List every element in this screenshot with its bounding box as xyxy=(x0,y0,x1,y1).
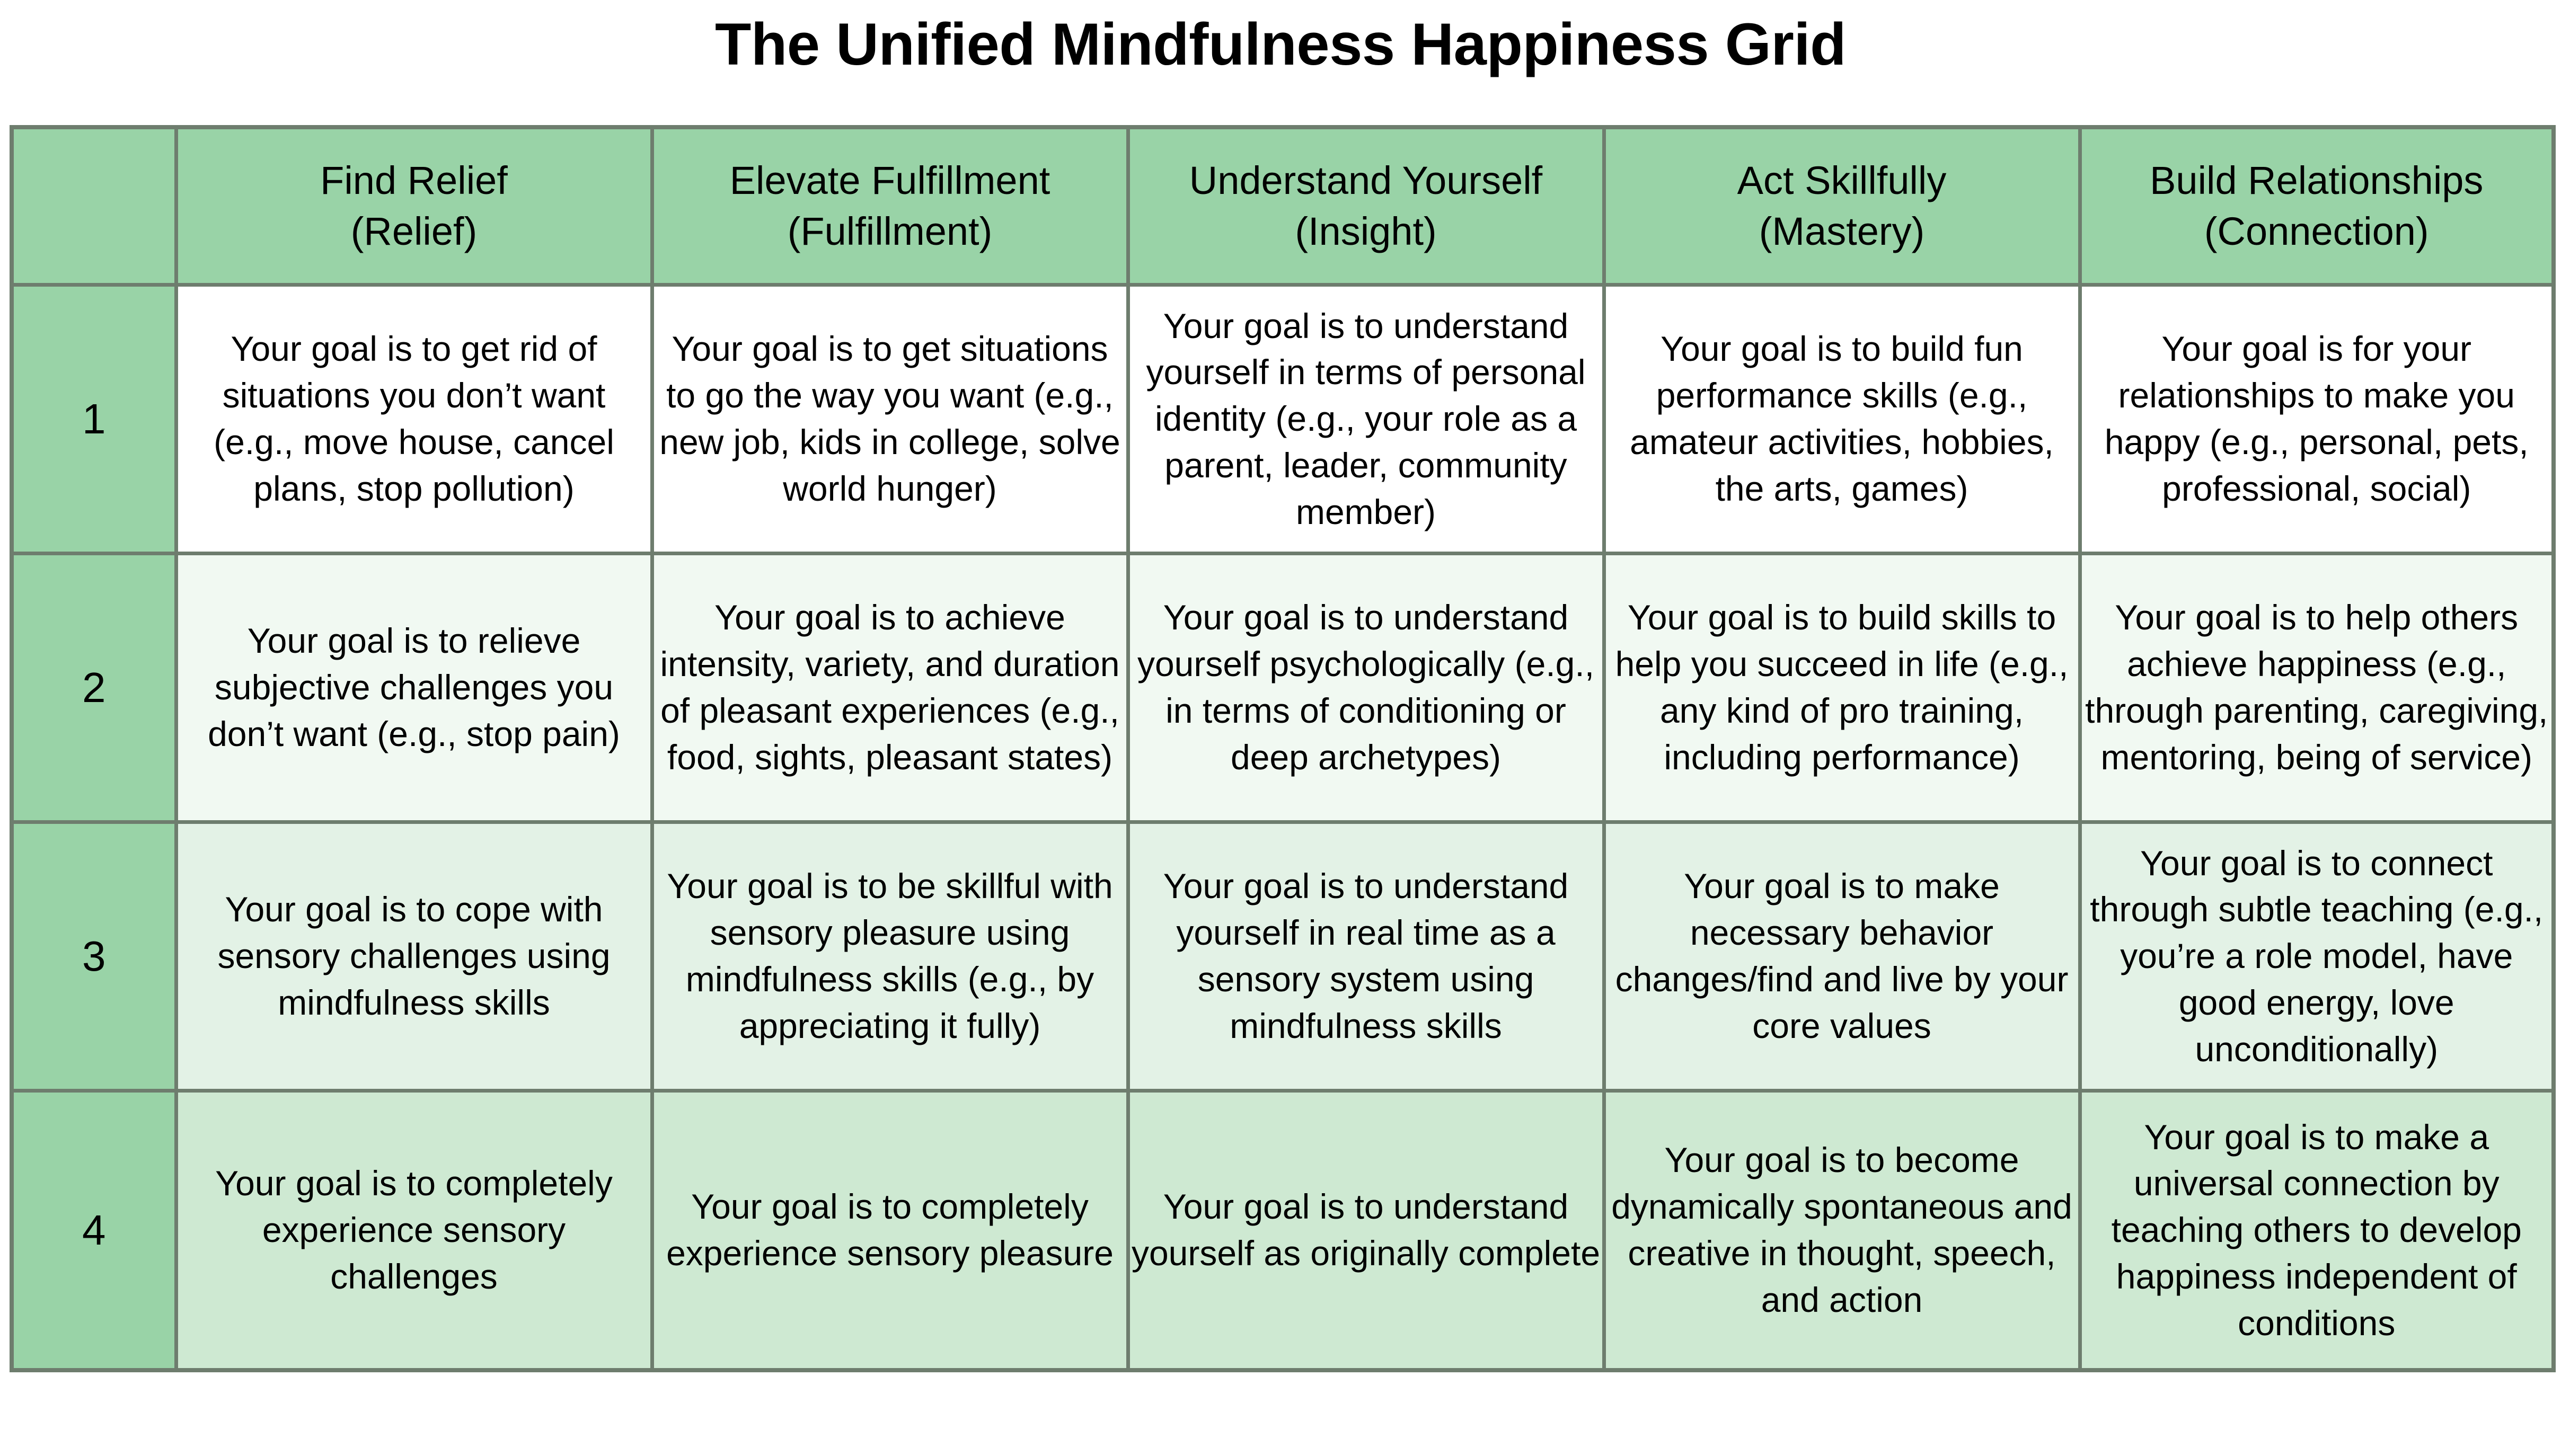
column-header-name: Understand Yourself xyxy=(1189,158,1543,202)
column-header-tag: (Fulfillment) xyxy=(787,209,993,253)
table-body: 1 Your goal is to get rid of situations … xyxy=(10,283,2556,1372)
grid-cell: Your goal is to help others achieve happ… xyxy=(2078,552,2556,824)
column-header-find-relief: Find Relief (Relief) xyxy=(174,125,654,287)
corner-header-cell xyxy=(10,125,178,287)
grid-cell: Your goal is to achieve intensity, varie… xyxy=(650,552,1130,824)
grid-container: Find Relief (Relief) Elevate Fulfillment… xyxy=(0,125,2561,1372)
happiness-grid-table: Find Relief (Relief) Elevate Fulfillment… xyxy=(10,125,2556,1372)
grid-cell: Your goal is to understand yourself in t… xyxy=(1126,283,1606,555)
column-header-elevate-fulfillment: Elevate Fulfillment (Fulfillment) xyxy=(650,125,1130,287)
column-header-tag: (Mastery) xyxy=(1759,209,1925,253)
table-row: 4 Your goal is to completely experience … xyxy=(10,1089,2556,1372)
grid-cell: Your goal is to understand yourself as o… xyxy=(1126,1089,1606,1372)
grid-cell: Your goal is to relieve subjective chall… xyxy=(174,552,654,824)
header-row: Find Relief (Relief) Elevate Fulfillment… xyxy=(10,125,2556,287)
column-header-understand-yourself: Understand Yourself (Insight) xyxy=(1126,125,1606,287)
row-index-label: 3 xyxy=(10,820,178,1093)
grid-cell: Your goal is to become dynamically spont… xyxy=(1602,1089,2082,1372)
grid-cell: Your goal is to get rid of situations yo… xyxy=(174,283,654,555)
grid-cell: Your goal is to make necessary behavior … xyxy=(1602,820,2082,1093)
column-header-act-skillfully: Act Skillfully (Mastery) xyxy=(1602,125,2082,287)
table-row: 2 Your goal is to relieve subjective cha… xyxy=(10,552,2556,824)
grid-cell: Your goal is to build skills to help you… xyxy=(1602,552,2082,824)
grid-cell: Your goal is to connect through subtle t… xyxy=(2078,820,2556,1093)
grid-cell: Your goal is to understand yourself in r… xyxy=(1126,820,1606,1093)
column-header-name: Elevate Fulfillment xyxy=(729,158,1050,202)
row-index-label: 1 xyxy=(10,283,178,555)
table-header: Find Relief (Relief) Elevate Fulfillment… xyxy=(10,125,2556,287)
grid-cell: Your goal is to make a universal connect… xyxy=(2078,1089,2556,1372)
grid-cell: Your goal is for your relationships to m… xyxy=(2078,283,2556,555)
column-header-name: Find Relief xyxy=(320,158,508,202)
column-header-tag: (Connection) xyxy=(2204,209,2429,253)
grid-cell: Your goal is to understand yourself psyc… xyxy=(1126,552,1606,824)
column-header-build-relationships: Build Relationships (Connection) xyxy=(2078,125,2556,287)
table-row: 1 Your goal is to get rid of situations … xyxy=(10,283,2556,555)
column-header-tag: (Relief) xyxy=(350,209,478,253)
grid-cell: Your goal is to be skillful with sensory… xyxy=(650,820,1130,1093)
grid-cell: Your goal is to build fun performance sk… xyxy=(1602,283,2082,555)
page-title: The Unified Mindfulness Happiness Grid xyxy=(714,11,1847,77)
grid-cell: Your goal is to get situations to go the… xyxy=(650,283,1130,555)
grid-cell: Your goal is to completely experience se… xyxy=(174,1089,654,1372)
row-index-label: 2 xyxy=(10,552,178,824)
column-header-name: Build Relationships xyxy=(2150,158,2484,202)
row-index-label: 4 xyxy=(10,1089,178,1372)
column-header-name: Act Skillfully xyxy=(1737,158,1947,202)
table-row: 3 Your goal is to cope with sensory chal… xyxy=(10,820,2556,1093)
grid-cell: Your goal is to completely experience se… xyxy=(650,1089,1130,1372)
grid-cell: Your goal is to cope with sensory challe… xyxy=(174,820,654,1093)
column-header-tag: (Insight) xyxy=(1295,209,1437,253)
